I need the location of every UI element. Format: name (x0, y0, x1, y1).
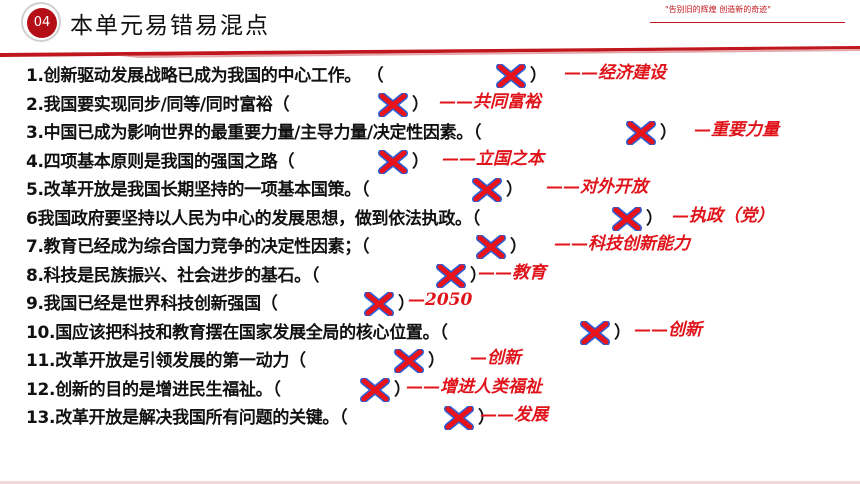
badge-ring (21, 2, 61, 42)
statement-text: 12.创新的目的是增进民生福祉。（ (26, 379, 281, 400)
correction-note: ——创新 (634, 319, 702, 340)
closing-paren: ） (412, 94, 429, 115)
correction-note: —创新 (470, 348, 521, 368)
wrong-cross-icon (476, 235, 506, 259)
wrong-cross-icon (612, 206, 642, 231)
mistake-list: 1.创新驱动发展战略已成为我国的中心工作。 （ ） ——经济建设 2.我国要实现同步/… (26, 62, 860, 433)
closing-paren: ） (478, 408, 495, 428)
wrong-cross-icon (626, 121, 656, 145)
statement-text: 5.改革开放是我国长期坚持的一项基本国策。（ (26, 180, 370, 200)
statement-row: 1.创新驱动发展战略已成为我国的中心工作。 （ ） ——经济建设 (26, 62, 860, 91)
statement-row: 7.教育已经成为综合国力竞争的决定性因素；（ ） ——科技创新能力 (26, 233, 860, 262)
correction-note: ——对外开放 (546, 177, 648, 197)
closing-paren: ） (506, 180, 523, 200)
statement-row: 12.创新的目的是增进民生福祉。（ ）——增进人类福祉 (26, 376, 860, 405)
red-header-stripe (0, 46, 860, 58)
slide-title: 本单元易错易混点 (70, 13, 270, 39)
correction-note: —执政（党） (672, 205, 774, 226)
statement-text: 3.中国已成为影响世界的最重要力量/主导力量/决定性因素。（ (26, 123, 482, 143)
correction-note: ——增进人类福祉 (406, 376, 542, 397)
statement-row: 9.我国已经是世界科技创新强国（ ）—2050 (26, 290, 860, 319)
wrong-cross-icon (378, 92, 408, 117)
wrong-cross-icon (360, 377, 390, 402)
wrong-cross-icon (444, 406, 474, 430)
statement-row: 5.改革开放是我国长期坚持的一项基本国策。（ ） ——对外开放 (26, 176, 860, 205)
statement-text: 11.改革开放是引领发展的第一动力（ (26, 351, 306, 371)
statement-row: 4.四项基本原则是我国的强国之路（ ） ——立国之本 (26, 148, 860, 177)
closing-paren: ） (530, 66, 547, 86)
closing-paren: ） (394, 379, 411, 400)
slide-header: 04 本单元易错易混点 "告别旧的辉煌 创造新的奇迹" (0, 0, 860, 50)
closing-paren: ） (614, 322, 631, 343)
statement-row: 6我国政府要坚持以人民为中心的发展思想，做到依法执政。（ ） —执政（党） (26, 205, 860, 234)
statement-text: 2.我国要实现同步/同等/同时富裕（ (26, 94, 290, 115)
closing-paren: ） (646, 208, 663, 229)
wrong-cross-icon (580, 320, 610, 345)
statement-text: 1.创新驱动发展战略已成为我国的中心工作。 （ (26, 66, 384, 86)
correction-note: ——共同富裕 (439, 91, 541, 112)
statement-text: 13.改革开放是解决我国所有问题的关键。（ (26, 408, 348, 428)
statement-row: 10.国应该把科技和教育摆在国家发展全局的核心位置。（ ）——创新 (26, 319, 860, 348)
closing-paren: ） (428, 351, 445, 371)
statement-text: 7.教育已经成为综合国力竞争的决定性因素；（ (26, 237, 370, 257)
correction-note: ——经济建设 (564, 63, 666, 83)
wrong-cross-icon (472, 178, 502, 202)
correction-note: ——发展 (480, 405, 548, 425)
closing-paren: ） (510, 237, 527, 257)
correction-note: ——科技创新能力 (554, 234, 690, 254)
wrong-cross-icon (496, 64, 526, 88)
statement-text: 4.四项基本原则是我国的强国之路（ (26, 151, 295, 172)
statement-text: 6我国政府要坚持以人民为中心的发展思想，做到依法执政。（ (26, 208, 480, 229)
statement-row: 3.中国已成为影响世界的最重要力量/主导力量/决定性因素。（ ） —重要力量 (26, 119, 860, 148)
statement-text: 8.科技是民族振兴、社会进步的基石。（ (26, 265, 320, 286)
closing-paren: ） (660, 123, 677, 143)
slogan-text: "告别旧的辉煌 创造新的奇迹" (665, 5, 771, 14)
correction-note: ——立国之本 (442, 148, 544, 169)
correction-note: ——教育 (478, 262, 546, 283)
section-number-badge: 04 (27, 8, 57, 38)
statement-row: 8.科技是民族振兴、社会进步的基石。（ ）——教育 (26, 262, 860, 291)
correction-note: —2050 (408, 290, 473, 310)
closing-paren: ） (398, 294, 415, 314)
wrong-cross-icon (378, 149, 408, 174)
correction-note: —重要力量 (694, 120, 779, 140)
statement-text: 9.我国已经是世界科技创新强国（ (26, 294, 278, 314)
statement-row: 2.我国要实现同步/同等/同时富裕（ ） ——共同富裕 (26, 91, 860, 120)
closing-paren: ） (470, 265, 487, 286)
closing-paren: ） (412, 151, 429, 172)
statement-row: 11.改革开放是引领发展的第一动力（ ） —创新 (26, 347, 860, 376)
wrong-cross-icon (436, 263, 466, 288)
statement-row: 13.改革开放是解决我国所有问题的关键。（ ）——发展 (26, 404, 860, 433)
wrong-cross-icon (394, 349, 424, 373)
footer-decoration (0, 481, 860, 484)
statement-text: 10.国应该把科技和教育摆在国家发展全局的核心位置。（ (26, 322, 448, 343)
slogan-underline (650, 22, 845, 23)
wrong-cross-icon (364, 292, 394, 316)
